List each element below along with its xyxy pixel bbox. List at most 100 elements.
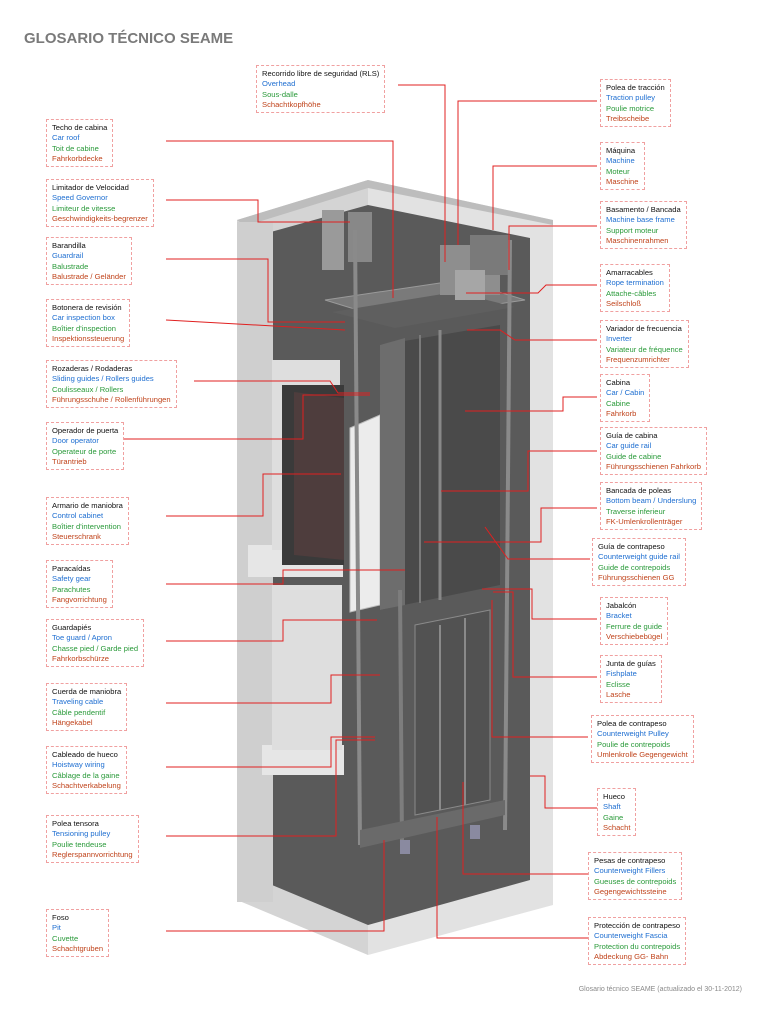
term-en: Safety gear xyxy=(52,574,91,584)
term-fr: Coulisseaux / Rollers xyxy=(52,384,124,394)
term-junta: Junta de guías Fishplate Eclisse Lasche xyxy=(600,655,662,704)
term-fr: Boîtier d'intervention xyxy=(52,521,121,531)
term-en: Counterweight guide rail xyxy=(598,552,680,562)
term-fr: Poulie tendeuse xyxy=(52,839,107,849)
term-de: Lasche xyxy=(606,689,631,699)
term-fr: Support moteur xyxy=(606,225,659,235)
guide-rails xyxy=(353,229,512,846)
term-paracaidas: Paracaídas Safety gear Parachutes Fangvo… xyxy=(46,560,113,609)
term-de: Führungsschienen Fahrkorb xyxy=(606,461,701,471)
term-es: Guía de cabina xyxy=(606,431,658,440)
term-hueco: Hueco Shaft Gaine Schacht xyxy=(597,788,637,837)
term-basamento: Basamento / Bancada Machine base frame S… xyxy=(600,201,687,250)
term-en: Rope termination xyxy=(606,278,664,288)
term-en: Pit xyxy=(52,923,61,933)
term-en: Speed Governor xyxy=(52,193,108,203)
term-fr: Boîtier d'inspection xyxy=(52,323,116,333)
term-de: Fahrkorbdecke xyxy=(52,153,103,163)
term-fr: Variateur de fréquence xyxy=(606,344,683,354)
term-en: Traveling cable xyxy=(52,697,104,707)
pit-base xyxy=(360,800,505,854)
term-de: Maschine xyxy=(606,176,639,186)
term-de: Frequenzumrichter xyxy=(606,354,670,364)
term-en: Counterweight Fascia xyxy=(594,931,668,941)
term-fr: Moteur xyxy=(606,166,630,176)
term-fr: Traverse inferieur xyxy=(606,506,666,516)
term-bancada-poleas: Bancada de poleas Bottom beam / Underslu… xyxy=(600,482,703,531)
term-de: Türantrieb xyxy=(52,456,87,466)
term-en: Car / Cabin xyxy=(606,388,645,398)
term-de: Gegengewichtssteine xyxy=(594,886,667,896)
term-es: Polea de contrapeso xyxy=(597,719,667,728)
term-de: Geschwindigkeits-begrenzer xyxy=(52,213,148,223)
term-fr: Gaine xyxy=(603,812,624,822)
term-en: Counterweight Pulley xyxy=(597,729,669,739)
term-variador: Variador de frecuencia Inverter Variateu… xyxy=(600,320,689,369)
term-fr: Chasse pied / Garde pied xyxy=(52,643,139,653)
term-armario: Armario de maniobra Control cabinet Boît… xyxy=(46,497,129,546)
term-de: Verschiebebügel xyxy=(606,631,663,641)
term-operador: Operador de puerta Door operator Operate… xyxy=(46,422,125,471)
term-en: Car inspection box xyxy=(52,313,115,323)
term-foso: Foso Pit Cuvette Schachtgruben xyxy=(46,909,110,958)
term-de: Fangvorrichtung xyxy=(52,594,107,604)
term-fr: Guide de contrepoids xyxy=(598,562,671,572)
term-de: Schachtgruben xyxy=(52,943,104,953)
term-de: Führungsschuhe / Rollenführungen xyxy=(52,394,171,404)
term-es: Cabina xyxy=(606,378,631,387)
term-es: Basamento / Bancada xyxy=(606,205,681,214)
term-de: Steuerschrank xyxy=(52,531,101,541)
term-limitador: Limitador de Velocidad Speed Governor Li… xyxy=(46,179,154,228)
term-de: Balustrade / Geländer xyxy=(52,271,126,281)
term-es: Guía de contrapeso xyxy=(598,542,665,551)
term-fr: Ferrure de guide xyxy=(606,621,663,631)
term-de: Schachtverkabelung xyxy=(52,780,121,790)
counterweight xyxy=(414,609,491,816)
term-en: Machine base frame xyxy=(606,215,675,225)
term-es: Protección de contrapeso xyxy=(594,921,681,930)
term-fr: Gueuses de contrepoids xyxy=(594,876,677,886)
term-en: Machine xyxy=(606,156,635,166)
term-cuerda: Cuerda de maniobra Traveling cable Câble… xyxy=(46,683,128,732)
term-en: Tensioning pulley xyxy=(52,829,111,839)
term-de: Treibscheibe xyxy=(606,113,650,123)
term-es: Techo de cabina xyxy=(52,123,108,132)
term-polea-contrapeso: Polea de contrapeso Counterweight Pulley… xyxy=(591,715,694,764)
term-es: Paracaídas xyxy=(52,564,91,573)
leader-lines xyxy=(118,84,597,939)
term-en: Toe guard / Apron xyxy=(52,633,112,643)
term-de: Inspektionssteuerung xyxy=(52,333,125,343)
car-door-opening xyxy=(282,385,381,613)
car-cabin xyxy=(380,325,500,610)
term-es: Bancada de poleas xyxy=(606,486,672,495)
term-es: Hueco xyxy=(603,792,625,801)
machine-group xyxy=(322,210,510,300)
term-fr: Câblage de la gaine xyxy=(52,770,120,780)
term-fr: Poulie motrice xyxy=(606,103,655,113)
term-en: Hoistway wiring xyxy=(52,760,105,770)
term-fr: Sous-dalle xyxy=(262,89,298,99)
term-en: Sliding guides / Rollers guides xyxy=(52,374,154,384)
term-techo: Techo de cabina Car roof Toit de cabine … xyxy=(46,119,114,168)
term-fr: Cuvette xyxy=(52,933,79,943)
term-de: Abdeckung GG- Bahn xyxy=(594,951,669,961)
term-es: Foso xyxy=(52,913,69,922)
term-en: Car roof xyxy=(52,133,80,143)
term-fr: Eclisse xyxy=(606,679,631,689)
term-fr: Toit de cabine xyxy=(52,143,99,153)
term-de: Reglerspannvorrichtung xyxy=(52,849,133,859)
term-es: Rozaderas / Rodaderas xyxy=(52,364,133,373)
term-botonera: Botonera de revisión Car inspection box … xyxy=(46,299,131,348)
term-cableado: Cableado de hueco Hoistway wiring Câblag… xyxy=(46,746,127,795)
term-de: Maschinenrahmen xyxy=(606,235,669,245)
term-en: Shaft xyxy=(603,802,621,812)
term-de: Schachtkopfhöhe xyxy=(262,99,321,109)
term-fr: Parachutes xyxy=(52,584,91,594)
term-guardapies: Guardapiés Toe guard / Apron Chasse pied… xyxy=(46,619,145,668)
term-es: Recorrido libre de seguridad (RLS) xyxy=(262,69,380,78)
term-en: Bottom beam / Underslung xyxy=(606,496,697,506)
term-de: Umlenkrolle Gegengewicht xyxy=(597,749,688,759)
term-guia-cabina: Guía de cabina Car guide rail Guide de c… xyxy=(600,427,707,476)
term-fr: Cabine xyxy=(606,398,631,408)
